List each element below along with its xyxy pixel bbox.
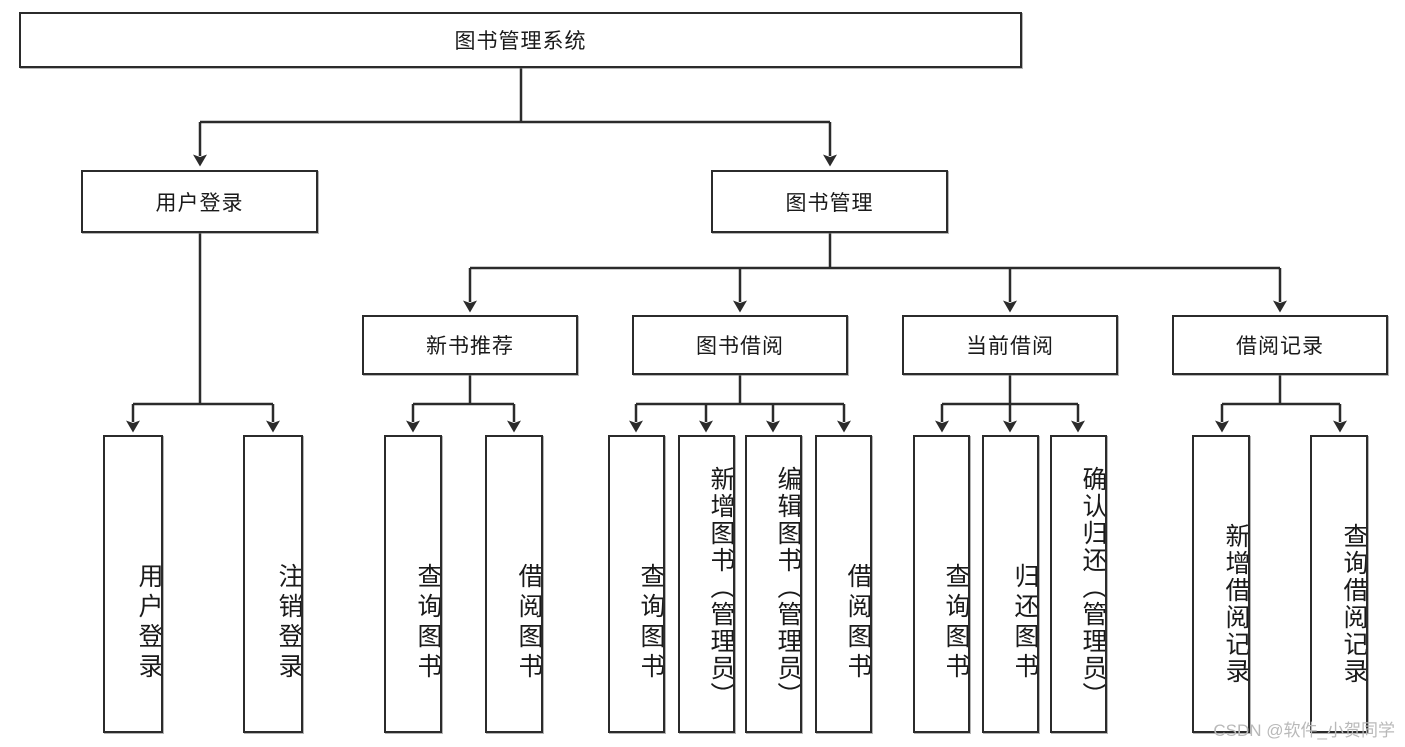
node-borrow-record[interactable]: 借阅记录: [1172, 315, 1388, 375]
edges-borrow-record: [1215, 375, 1347, 433]
leaf-borrow-record-add[interactable]: 新增借阅记录: [1192, 435, 1250, 733]
leaf-book-borrow-query[interactable]: 查询图书: [608, 435, 665, 733]
edges-current-borrow: [935, 375, 1085, 433]
node-root[interactable]: 图书管理系统: [19, 12, 1022, 68]
node-new-book-recommend[interactable]: 新书推荐: [362, 315, 578, 375]
edges-root: [193, 68, 837, 167]
edges-book-borrow: [629, 375, 851, 433]
edges-user-login: [126, 233, 280, 433]
leaf-new-book-query[interactable]: 查询图书: [384, 435, 442, 733]
edges-book-manage: [463, 233, 1287, 313]
leaf-current-borrow-return[interactable]: 归还图书: [982, 435, 1039, 733]
node-book-borrow[interactable]: 图书借阅: [632, 315, 848, 375]
leaf-user-login-login[interactable]: 用户登录: [103, 435, 163, 733]
leaf-book-borrow-add[interactable]: 新增图书（管理员）: [678, 435, 735, 733]
leaf-book-borrow-edit[interactable]: 编辑图书（管理员）: [745, 435, 802, 733]
node-book-manage[interactable]: 图书管理: [711, 170, 948, 233]
node-current-borrow[interactable]: 当前借阅: [902, 315, 1118, 375]
leaf-current-borrow-query[interactable]: 查询图书: [913, 435, 970, 733]
leaf-user-login-logout[interactable]: 注销登录: [243, 435, 303, 733]
leaf-book-borrow-borrow[interactable]: 借阅图书: [815, 435, 872, 733]
node-user-login[interactable]: 用户登录: [81, 170, 318, 233]
leaf-current-borrow-confirm[interactable]: 确认归还（管理员）: [1050, 435, 1107, 733]
leaf-borrow-record-query[interactable]: 查询借阅记录: [1310, 435, 1368, 733]
edges-new-book: [406, 375, 521, 433]
leaf-new-book-borrow[interactable]: 借阅图书: [485, 435, 543, 733]
